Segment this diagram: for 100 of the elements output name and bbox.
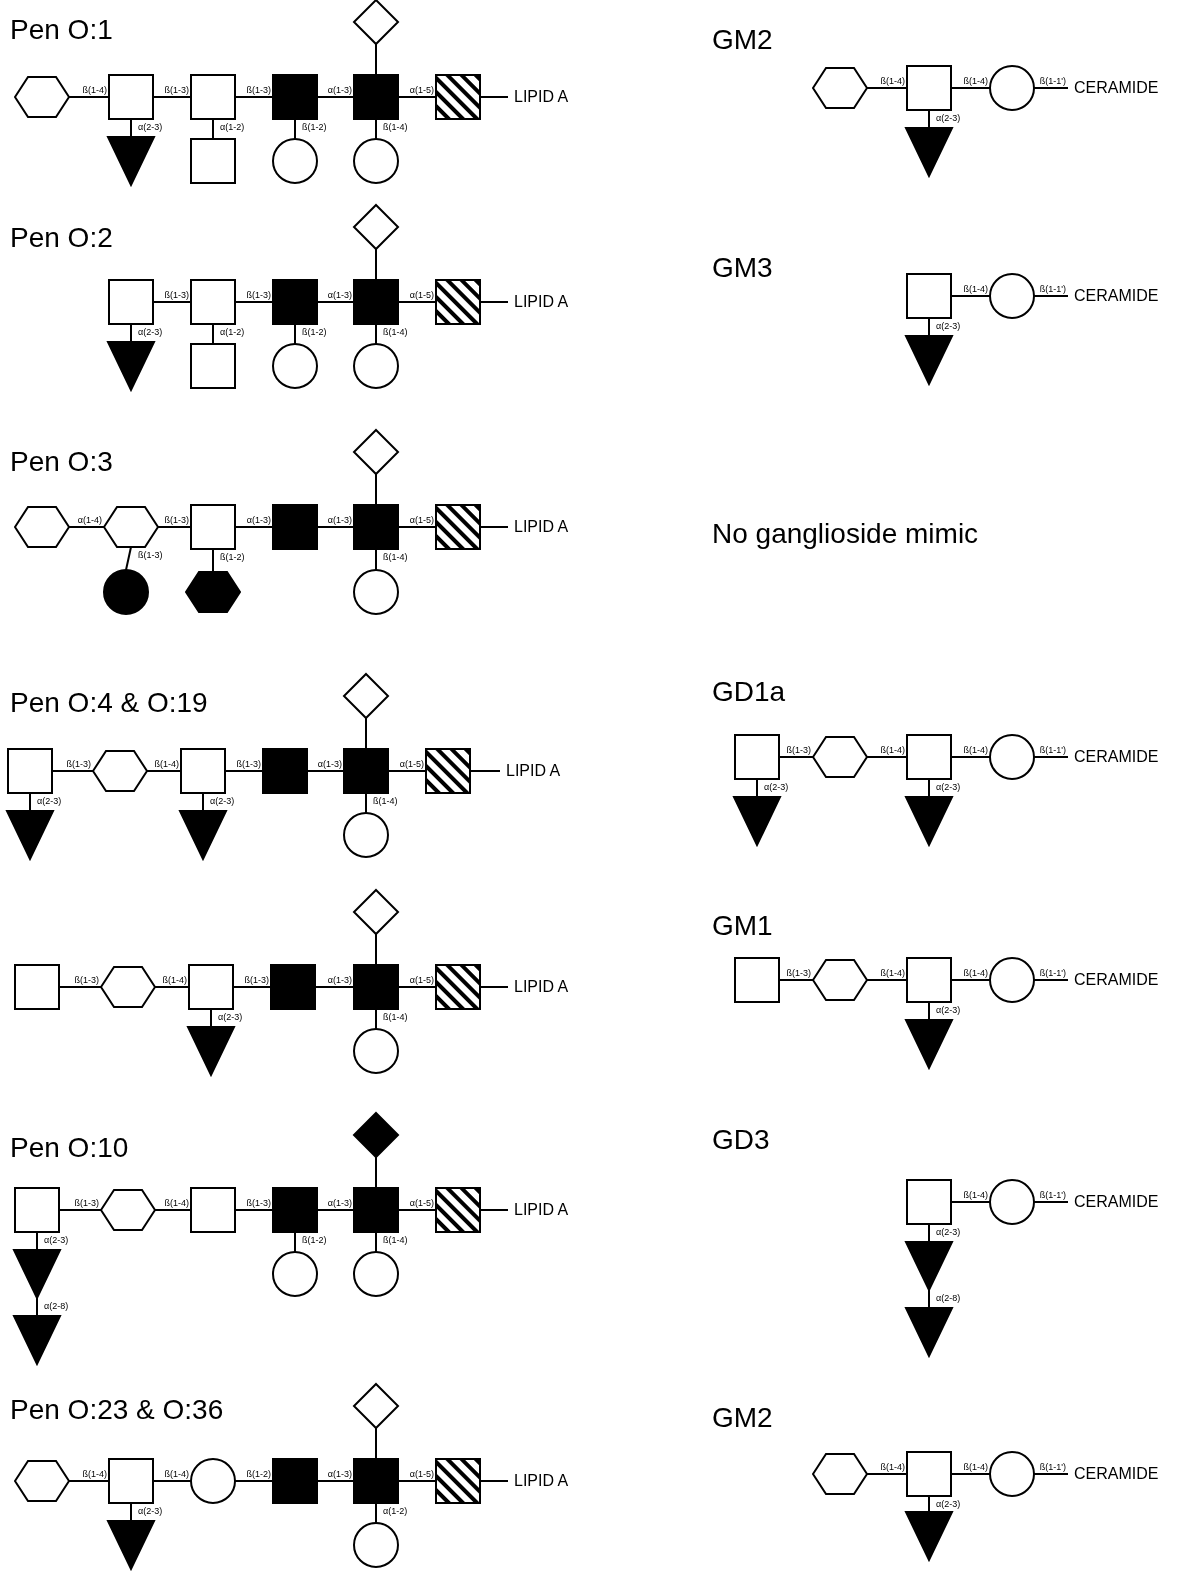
hatched-square-symbol: [435, 964, 481, 1010]
square-symbol: [190, 343, 236, 389]
linkage-label: ß(1-4): [164, 1469, 189, 1479]
hexagon-symbol: [92, 750, 148, 792]
filled-triangle-symbol: [733, 796, 781, 846]
square-symbol: [734, 734, 780, 780]
structure-title: Pen O:2: [10, 222, 113, 254]
linkage-label: ß(1-3): [74, 975, 99, 985]
linkage-label: α(1-5): [409, 515, 434, 525]
linkage-label: ß(1-1'): [1039, 1462, 1066, 1472]
linkage-line: [1033, 87, 1069, 89]
diamond-symbol: [353, 0, 399, 45]
linkage-label: α(1-2): [220, 122, 245, 132]
diamond-symbol: [353, 429, 399, 475]
terminal-label: LIPID A: [508, 977, 569, 997]
square-symbol: [14, 964, 60, 1010]
linkage-line: [157, 526, 192, 528]
linkage-label: ß(1-4): [880, 1462, 905, 1472]
square-symbol: [190, 74, 236, 120]
diamond-symbol: [353, 1383, 399, 1429]
linkage-label: α(1-5): [409, 975, 434, 985]
linkage-label: α(1-3): [327, 515, 352, 525]
linkage-line: [375, 1502, 377, 1524]
filled-square-symbol: [353, 504, 399, 550]
terminal-label: CERAMIDE: [1068, 1192, 1159, 1212]
linkage-label: ß(1-4): [963, 968, 988, 978]
hexagon-symbol: [812, 1453, 868, 1495]
linkage-line: [294, 118, 296, 140]
square-symbol: [906, 957, 952, 1003]
linkage-label: ß(1-4): [383, 327, 408, 337]
circle-symbol: [989, 273, 1035, 319]
structure-title: Pen O:23 & O:36: [10, 1394, 224, 1426]
linkage-label: ß(1-2): [302, 122, 327, 132]
linkage-label: ß(1-2): [220, 552, 245, 562]
filled-triangle-symbol: [107, 341, 155, 391]
linkage-line: [375, 1156, 377, 1189]
structure-title: No ganglioside mimic: [712, 518, 979, 550]
linkage-line: [1033, 295, 1069, 297]
linkage-label: α(1-3): [327, 975, 352, 985]
linkage-label: α(2-3): [37, 796, 62, 806]
linkage-label: α(1-3): [327, 1198, 352, 1208]
linkage-label: ß(1-4): [383, 552, 408, 562]
linkage-label: α(1-3): [246, 515, 271, 525]
terminal-label: CERAMIDE: [1068, 78, 1159, 98]
linkage-label: α(2-3): [44, 1235, 69, 1245]
linkage-label: ß(1-3): [74, 1198, 99, 1208]
filled-square-symbol: [353, 964, 399, 1010]
linkage-label: α(1-5): [409, 290, 434, 300]
square-symbol: [108, 1458, 154, 1504]
linkage-label: α(1-4): [77, 515, 102, 525]
filled-triangle-symbol: [13, 1315, 61, 1365]
structure-title: GD1a: [712, 676, 786, 708]
circle-symbol: [989, 1451, 1035, 1497]
filled-triangle-symbol: [6, 810, 54, 860]
circle-symbol: [989, 1179, 1035, 1225]
structure-title: GD3: [712, 1124, 770, 1156]
linkage-label: ß(1-2): [302, 327, 327, 337]
filled-triangle-symbol: [179, 810, 227, 860]
filled-triangle-symbol: [905, 335, 953, 385]
linkage-label: ß(1-4): [880, 745, 905, 755]
filled-square-symbol: [353, 74, 399, 120]
linkage-label: ß(1-3): [786, 968, 811, 978]
linkage-line: [154, 986, 190, 988]
circle-symbol: [190, 1458, 236, 1504]
linkage-line: [375, 118, 377, 140]
terminal-label: LIPID A: [508, 87, 569, 107]
filled-triangle-symbol: [905, 1511, 953, 1561]
hatched-square-symbol: [425, 748, 471, 794]
linkage-label: ß(1-4): [383, 1235, 408, 1245]
linkage-label: α(2-3): [764, 782, 789, 792]
circle-symbol: [272, 1251, 318, 1297]
linkage-label: ß(1-3): [246, 85, 271, 95]
hatched-square-symbol: [435, 74, 481, 120]
structure-title: GM3: [712, 252, 773, 284]
hexagon-symbol: [100, 1189, 156, 1231]
circle-symbol: [353, 569, 399, 615]
structure-title: Pen O:1: [10, 14, 113, 46]
linkage-line: [375, 548, 377, 571]
terminal-label: LIPID A: [508, 1200, 569, 1220]
circle-symbol: [272, 343, 318, 389]
linkage-label: α(2-3): [218, 1012, 243, 1022]
linkage-label: ß(1-2): [302, 1235, 327, 1245]
circle-symbol: [989, 734, 1035, 780]
structure-title: Pen O:3: [10, 446, 113, 478]
square-symbol: [906, 734, 952, 780]
linkage-label: ß(1-1'): [1039, 1190, 1066, 1200]
linkage-label: ß(1-1'): [1039, 968, 1066, 978]
linkage-label: ß(1-3): [66, 759, 91, 769]
filled-square-symbol: [353, 279, 399, 325]
linkage-line: [375, 473, 377, 506]
filled-circle-symbol: [103, 569, 149, 615]
linkage-line: [212, 118, 214, 140]
filled-square-symbol: [353, 1458, 399, 1504]
linkage-label: ß(1-4): [880, 76, 905, 86]
structure-title: GM2: [712, 1402, 773, 1434]
linkage-label: α(1-3): [327, 290, 352, 300]
linkage-label: α(1-5): [399, 759, 424, 769]
structure-title: GM2: [712, 24, 773, 56]
linkage-line: [375, 1231, 377, 1253]
terminal-label: LIPID A: [508, 517, 569, 537]
